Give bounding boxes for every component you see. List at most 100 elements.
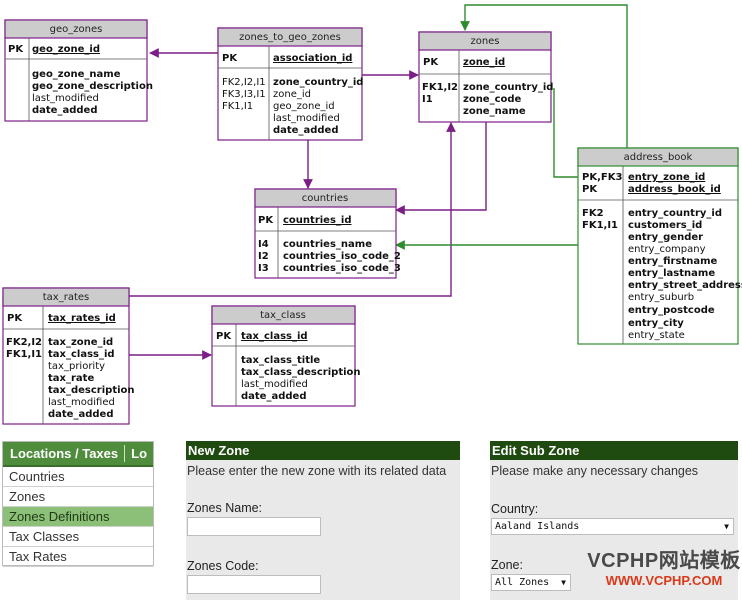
table-title: zones_to_geo_zones (239, 32, 341, 43)
zone-select[interactable]: All Zones ▼ (491, 574, 571, 591)
key-label: I4 (258, 239, 269, 250)
rel-zones-to-countries (395, 122, 487, 215)
field: zone_id (273, 89, 311, 100)
nav-item-countries[interactable]: Countries (3, 467, 153, 487)
key-label: FK2,I2 (6, 337, 42, 348)
country-select[interactable]: Aaland Islands ▼ (491, 518, 734, 535)
field: date_added (48, 409, 113, 420)
field: tax_description (48, 385, 135, 396)
pk-field: address_book_id (628, 184, 721, 195)
key-label: I1 (422, 94, 433, 105)
field: entry_postcode (628, 305, 715, 316)
country-label: Country: (491, 502, 539, 516)
field: entry_firstname (628, 256, 717, 267)
field: entry_suburb (628, 292, 694, 303)
key-label: PK (582, 184, 598, 195)
key-label: PK,FK3 (582, 172, 622, 183)
country-select-value: Aaland Islands (495, 521, 580, 532)
table-title: countries (302, 193, 348, 204)
zones-name-label: Zones Name: (187, 501, 263, 515)
table-address-book: address_book PK,FK3 PK entry_zone_id add… (577, 147, 742, 345)
table-tax-rates: tax_rates PK tax_rates_id FK2,I2 FK1,I1 … (2, 287, 135, 425)
field: entry_city (628, 318, 684, 329)
new-zone-title: New Zone (186, 441, 460, 460)
pk-field: association_id (273, 53, 352, 64)
field: geo_zone_description (32, 81, 153, 92)
table-countries: countries PK countries_id I4 I2 I3 count… (254, 188, 401, 279)
field: entry_company (628, 244, 706, 255)
pk-field: tax_class_id (241, 331, 308, 342)
table-title: tax_rates (43, 292, 90, 303)
rel-address-to-zones-top (460, 4, 628, 148)
key-label: PK (423, 57, 439, 68)
nav-item-tax-rates[interactable]: Tax Rates (3, 547, 153, 567)
chevron-down-icon: ▼ (561, 578, 566, 587)
key-label: FK2 (582, 208, 604, 219)
key-label: FK1,I1 (582, 220, 618, 231)
nav-title: Locations / Taxes (10, 446, 119, 461)
nav-divider (124, 445, 126, 462)
table-title: address_book (624, 152, 693, 163)
zone-select-value: All Zones (495, 577, 550, 588)
watermark-line-2: WWW.VCPHP.COM (605, 573, 723, 588)
pk-field: entry_zone_id (628, 172, 705, 183)
field: date_added (32, 105, 97, 116)
field: entry_street_address (628, 280, 742, 291)
new-zone-description: Please enter the new zone with its relat… (187, 464, 447, 478)
field: last_modified (241, 379, 308, 390)
field: date_added (273, 125, 338, 136)
key-label: FK1,I1 (6, 349, 42, 360)
key-label: PK (258, 215, 274, 226)
field: zone_name (463, 106, 526, 117)
key-label: FK1,I2 (422, 82, 458, 93)
key-label: I2 (258, 251, 269, 262)
field: countries_name (283, 239, 372, 250)
table-tax-class: tax_class PK tax_class_id tax_class_titl… (211, 305, 361, 407)
field: date_added (241, 391, 306, 402)
rel-taxrates-to-zones (129, 122, 456, 297)
key-label: I3 (258, 263, 269, 274)
nav-item-tax-classes[interactable]: Tax Classes (3, 527, 153, 547)
table-title: geo_zones (50, 24, 103, 35)
field: tax_class_id (48, 349, 115, 360)
relationships (129, 4, 628, 360)
field: entry_country_id (628, 208, 722, 219)
field: tax_class_title (241, 355, 320, 366)
table-title: zones (470, 36, 499, 47)
table-geo-zones: geo_zones PK geo_zone_id geo_zone_name g… (4, 19, 153, 122)
nav-item-zones-definitions[interactable]: Zones Definitions (3, 507, 153, 527)
field: geo_zone_id (273, 101, 335, 112)
field: entry_lastname (628, 268, 715, 279)
field: tax_zone_id (48, 337, 113, 348)
field: tax_rate (48, 373, 94, 384)
table-zones-to-geo-zones: zones_to_geo_zones PK association_id FK2… (217, 27, 363, 141)
new-zone-panel: New Zone Please enter the new zone with … (186, 441, 460, 600)
zones-code-input[interactable] (187, 575, 321, 594)
field: zone_country_id (273, 77, 363, 88)
field: countries_iso_code_2 (283, 251, 401, 262)
field: last_modified (48, 397, 115, 408)
field: tax_priority (48, 361, 105, 372)
key-label: FK1,I1 (222, 101, 253, 112)
edit-sub-zone-panel: Edit Sub Zone Please make any necessary … (490, 441, 738, 600)
nav-item-zones[interactable]: Zones (3, 487, 153, 507)
watermark-line-1: VCPHP网站模板 (587, 550, 741, 572)
chevron-down-icon: ▼ (724, 522, 729, 531)
pk-field: countries_id (283, 215, 352, 226)
field: geo_zone_name (32, 69, 121, 80)
nav-next-tab[interactable]: Lo (131, 446, 148, 461)
table-title: tax_class (260, 310, 306, 321)
locations-taxes-nav: Locations / Taxes Lo Countries Zones Zon… (2, 441, 154, 567)
edit-sub-zone-title: Edit Sub Zone (490, 441, 738, 460)
field: zone_country_id (463, 82, 553, 93)
key-label: PK (7, 313, 23, 324)
pk-field: tax_rates_id (48, 313, 116, 324)
key-label: PK (216, 331, 232, 342)
nav-header[interactable]: Locations / Taxes Lo (3, 442, 153, 467)
field: last_modified (32, 93, 99, 104)
zones-name-input[interactable] (187, 517, 321, 536)
field: zone_code (463, 94, 522, 105)
watermark: VCPHP网站模板 WWW.VCPHP.COM (586, 550, 742, 588)
